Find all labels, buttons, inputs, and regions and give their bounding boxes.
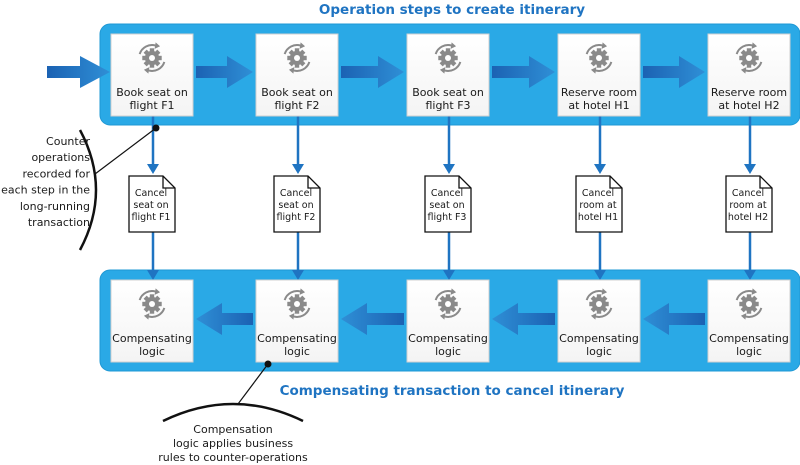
step-label-line2: at hotel H1	[568, 99, 629, 112]
connector-arrowhead	[594, 164, 606, 174]
flow-arrow-right	[341, 56, 404, 88]
gear-cycle-icon	[283, 288, 311, 320]
compensating-steps: CompensatinglogicCompensatinglogicCompen…	[110, 279, 791, 363]
operation-flow-arrows	[196, 56, 705, 88]
step-label-line1: Compensating	[112, 332, 192, 345]
step-label-line1: Book seat on	[116, 86, 188, 99]
connector-arrowhead	[292, 270, 304, 280]
counter-operation-label: Cancel	[280, 188, 312, 199]
step-label-line2: logic	[736, 345, 762, 358]
connector-arrowhead	[744, 164, 756, 174]
counter-operation-label: flight F3	[428, 212, 467, 223]
operation-steps-title: Operation steps to create itinerary	[319, 2, 585, 18]
gear-cycle-icon	[735, 42, 763, 74]
counter-note-dot	[152, 124, 160, 132]
connector-arrowhead	[443, 164, 455, 174]
counter-operation-label: seat on	[429, 200, 464, 211]
gear-cycle-icon	[138, 288, 166, 320]
compensation-note-pointer	[237, 363, 269, 405]
connector-arrowhead	[147, 164, 159, 174]
flow-arrow-right	[643, 56, 705, 88]
connector-arrowhead	[292, 164, 304, 174]
step-label-line2: flight F1	[129, 99, 174, 112]
flow-arrow-left	[341, 303, 404, 335]
counter-operation-label: room at	[579, 200, 616, 211]
flow-arrow-left	[196, 303, 253, 335]
step-label-line2: at hotel H2	[718, 99, 779, 112]
step-label-line1: Compensating	[709, 332, 789, 345]
gear-cycle-icon	[585, 288, 613, 320]
connector-arrows	[147, 116, 756, 280]
step-label-line2: flight F2	[274, 99, 319, 112]
compensation-flow-arrows	[196, 303, 705, 335]
entry-arrow	[47, 56, 110, 88]
counter-operation-label: Cancel	[732, 188, 764, 199]
counter-operation-label: Cancel	[431, 188, 463, 199]
step-label-line1: Reserve room	[711, 86, 787, 99]
connector-arrowhead	[744, 270, 756, 280]
counter-operation-label: flight F2	[277, 212, 316, 223]
counter-note-pointer	[94, 127, 157, 175]
gear-cycle-icon	[735, 288, 763, 320]
counter-operation-label: Cancel	[582, 188, 614, 199]
gear-cycle-icon	[434, 42, 462, 74]
flow-arrow-left	[492, 303, 555, 335]
step-label-line2: logic	[139, 345, 165, 358]
step-label-line2: logic	[586, 345, 612, 358]
flow-arrow-left	[643, 303, 705, 335]
step-label-line2: logic	[284, 345, 310, 358]
step-label-line1: Book seat on	[261, 86, 333, 99]
step-label-line1: Book seat on	[412, 86, 484, 99]
step-label-line2: flight F3	[425, 99, 470, 112]
gear-cycle-icon	[138, 42, 166, 74]
step-label-line1: Compensating	[408, 332, 488, 345]
counter-note-bracket	[78, 129, 98, 251]
counter-operation-label: flight F1	[132, 212, 171, 223]
counter-operation-label: hotel H1	[578, 212, 618, 223]
step-label-line2: logic	[435, 345, 461, 358]
connector-arrowhead	[594, 270, 606, 280]
counter-operation-label: seat on	[133, 200, 168, 211]
step-label-line1: Reserve room	[561, 86, 637, 99]
step-label-line1: Compensating	[257, 332, 337, 345]
counter-operation-label: hotel H2	[728, 212, 768, 223]
gear-cycle-icon	[283, 42, 311, 74]
counter-operation-label: seat on	[278, 200, 313, 211]
counter-operation-label: Cancel	[135, 188, 167, 199]
compensating-transaction-title: Compensating transaction to cancel itine…	[280, 383, 625, 399]
compensation-note-dot	[264, 360, 272, 368]
connector-arrowhead	[147, 270, 159, 280]
gear-cycle-icon	[434, 288, 462, 320]
counter-operation-label: room at	[729, 200, 766, 211]
flow-arrow-right	[492, 56, 555, 88]
compensation-note-bracket	[162, 402, 304, 423]
step-label-line1: Compensating	[559, 332, 639, 345]
flow-arrow-right	[196, 56, 253, 88]
connector-arrowhead	[443, 270, 455, 280]
